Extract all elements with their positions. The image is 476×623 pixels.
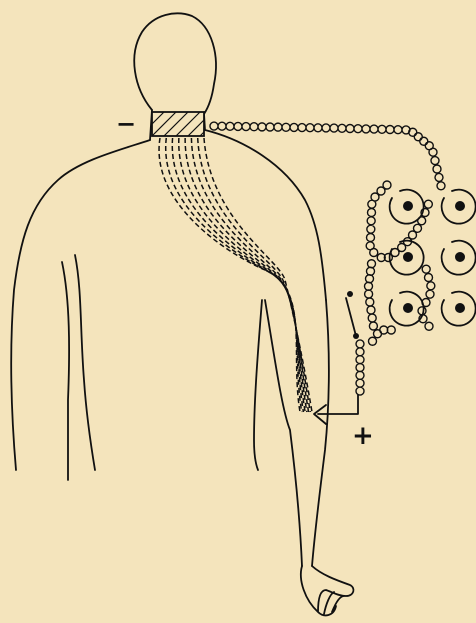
battery-cell-terminal (403, 252, 413, 262)
positive-pole-label: + (352, 421, 374, 451)
battery-cell-terminal (455, 303, 465, 313)
battery-cell-terminal (403, 201, 413, 211)
battery-cell-terminal (403, 303, 413, 313)
negative-pole-label: − (116, 109, 136, 138)
battery-cell-terminal (455, 201, 465, 211)
negative-electrode-pad (152, 112, 204, 136)
battery-cell-terminal (455, 252, 465, 262)
